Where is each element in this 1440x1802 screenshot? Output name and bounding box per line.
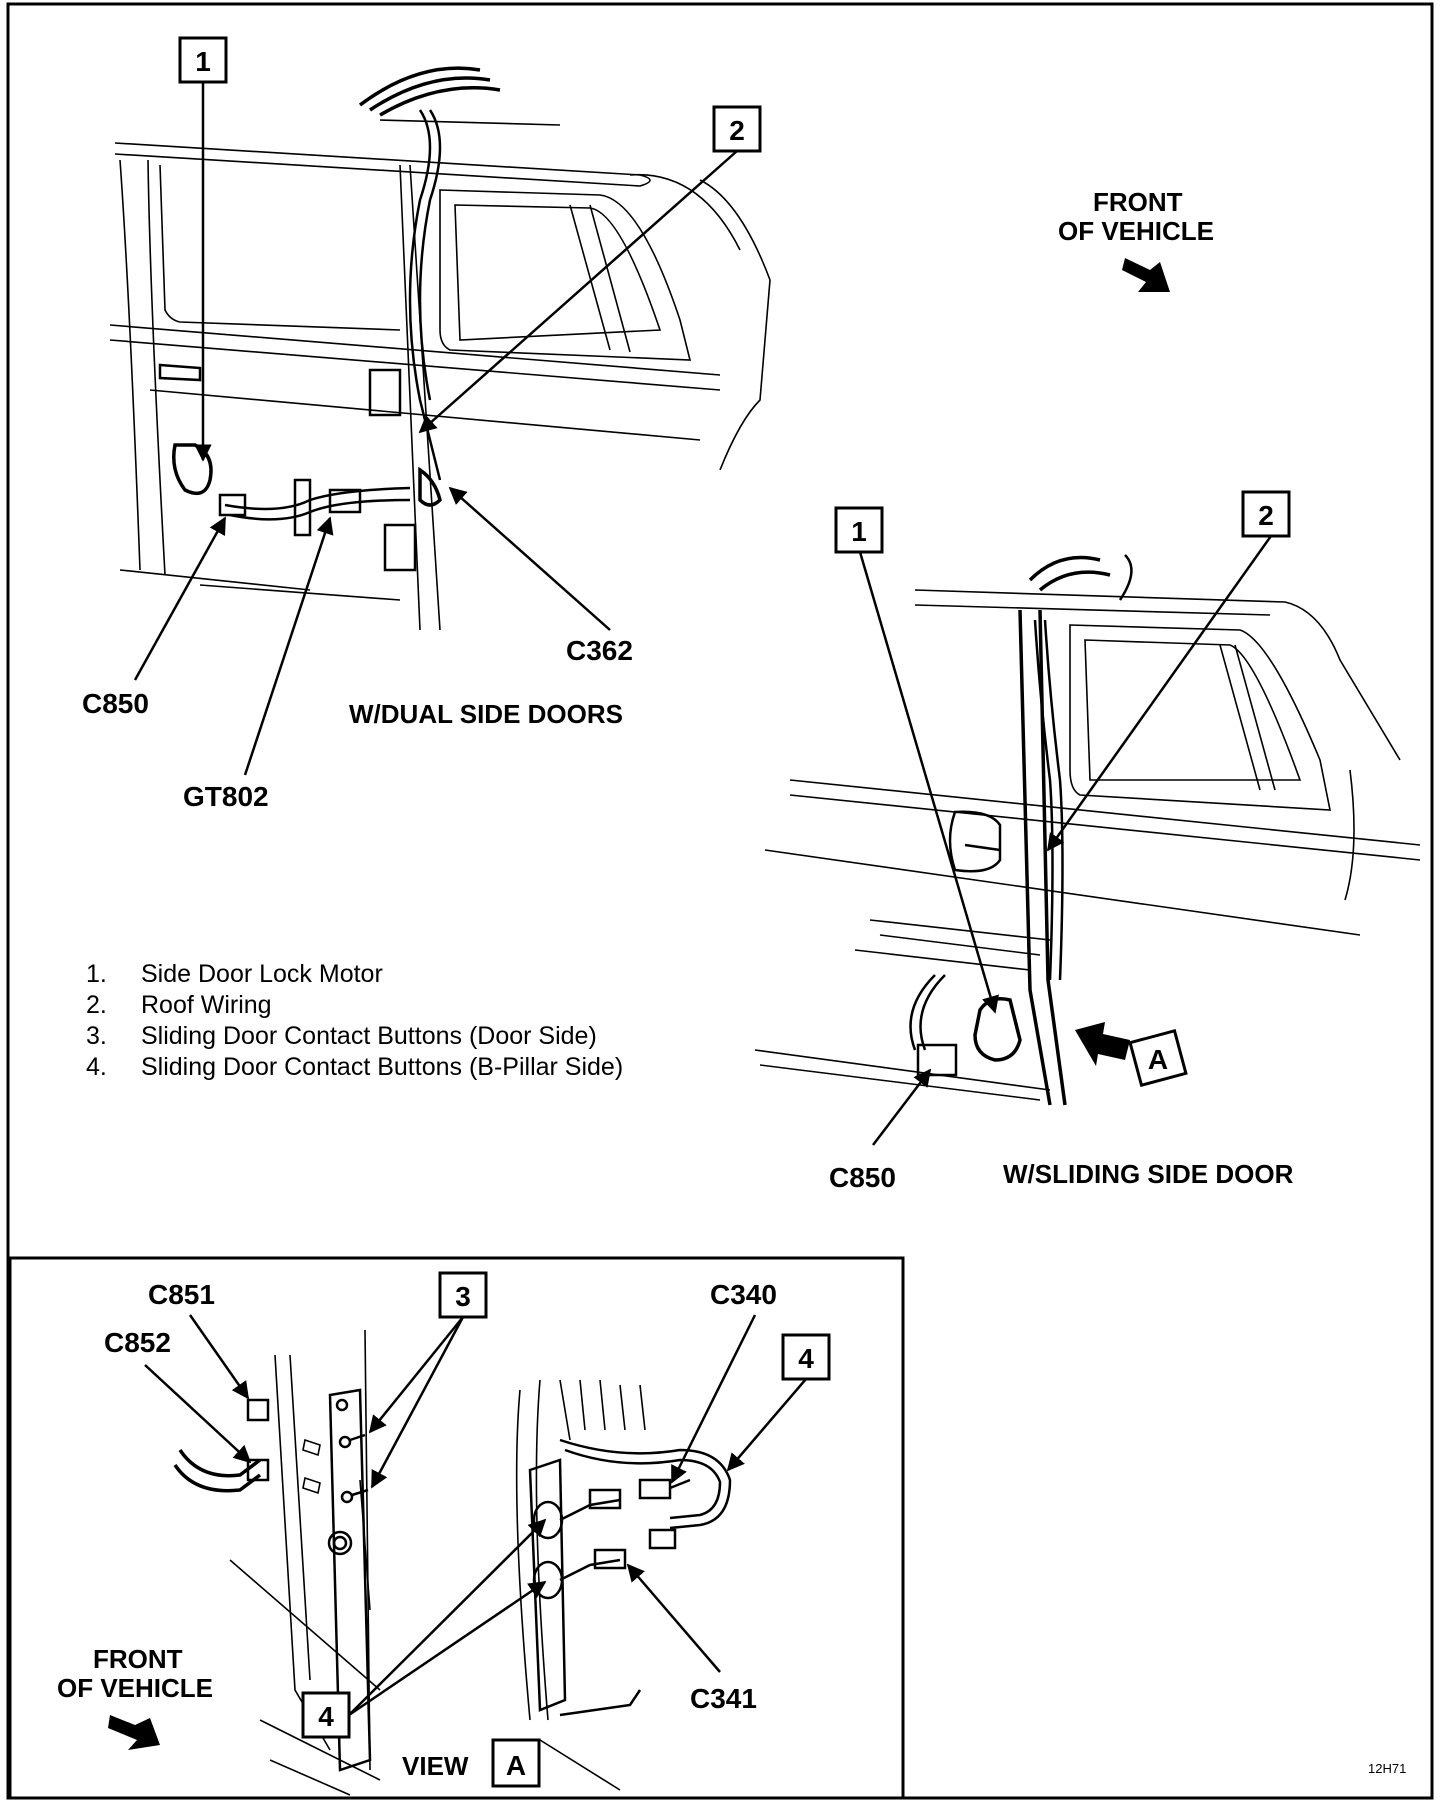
front-arrow-icon: [108, 1715, 160, 1750]
svg-text:2: 2: [729, 115, 745, 146]
label-c850-left: C850: [82, 688, 149, 719]
svg-text:FRONT: FRONT: [1093, 187, 1183, 217]
svg-text:FRONT: FRONT: [93, 1644, 183, 1674]
svg-text:4: 4: [798, 1343, 814, 1374]
label-c851: C851: [148, 1279, 215, 1310]
callout-3: 3: [368, 1271, 488, 1489]
svg-text:2: 2: [1258, 500, 1274, 531]
callout-4-top: 4: [726, 1333, 831, 1472]
callout-2-right: 2: [1046, 490, 1291, 852]
svg-text:OF VEHICLE: OF VEHICLE: [57, 1673, 213, 1703]
callout-1-top: 1: [178, 36, 228, 462]
legend-item: 3.Sliding Door Contact Buttons (Door Sid…: [86, 1022, 597, 1050]
caption-dual-side-doors: W/DUAL SIDE DOORS: [349, 699, 623, 729]
figure-code: 12H71: [1368, 1761, 1406, 1776]
c340-arrow: [670, 1314, 757, 1484]
front-of-vehicle-top: FRONT OF VEHICLE: [1058, 187, 1214, 292]
svg-text:3: 3: [455, 1281, 471, 1312]
legend-item: 4.Sliding Door Contact Buttons (B-Pillar…: [86, 1053, 624, 1081]
c852-arrow: [144, 1364, 252, 1464]
c850-left-arrow: [133, 516, 227, 681]
legend-item: 1.Side Door Lock Motor: [86, 960, 383, 988]
c341-arrow: [626, 1563, 721, 1673]
outer-frame: [6, 2, 1434, 1800]
label-c850-right: C850: [829, 1162, 896, 1193]
svg-text:1: 1: [851, 516, 867, 547]
view-a-caption: VIEW A: [402, 1738, 541, 1788]
label-c362: C362: [566, 635, 633, 666]
view-a-inset-frame: [8, 1256, 905, 1800]
svg-text:4: 4: [318, 1701, 334, 1732]
sliding-side-door-drawing: [754, 554, 1421, 1106]
label-gt802: GT802: [183, 781, 269, 812]
caption-sliding-side-door: W/SLIDING SIDE DOOR: [1003, 1159, 1294, 1189]
svg-text:A: A: [1148, 1044, 1168, 1075]
svg-text:A: A: [506, 1750, 526, 1781]
svg-text:1: 1: [195, 46, 211, 77]
label-c341: C341: [690, 1683, 757, 1714]
callout-4-bottom: 4: [301, 1518, 547, 1739]
c362-arrow: [448, 486, 611, 631]
legend-item: 2.Roof Wiring: [86, 991, 272, 1019]
label-c340: C340: [710, 1279, 777, 1310]
callout-2-top: 2: [418, 105, 762, 434]
svg-text:VIEW: VIEW: [402, 1751, 469, 1781]
view-arrow-icon: [1075, 1022, 1130, 1066]
front-of-vehicle-bottom: FRONT OF VEHICLE: [57, 1644, 213, 1750]
view-a-pillar-side-drawing: [515, 1379, 732, 1791]
label-c852: C852: [104, 1327, 171, 1358]
view-a-arrow: A: [1075, 1022, 1188, 1088]
front-arrow-icon: [1122, 258, 1170, 292]
dual-side-doors-drawing: [109, 66, 771, 631]
c851-arrow: [188, 1314, 250, 1400]
callout-1-right: 1: [834, 506, 999, 1014]
gt802-arrow: [243, 516, 334, 776]
c850-right-arrow: [872, 1068, 932, 1146]
svg-text:OF VEHICLE: OF VEHICLE: [1058, 216, 1214, 246]
